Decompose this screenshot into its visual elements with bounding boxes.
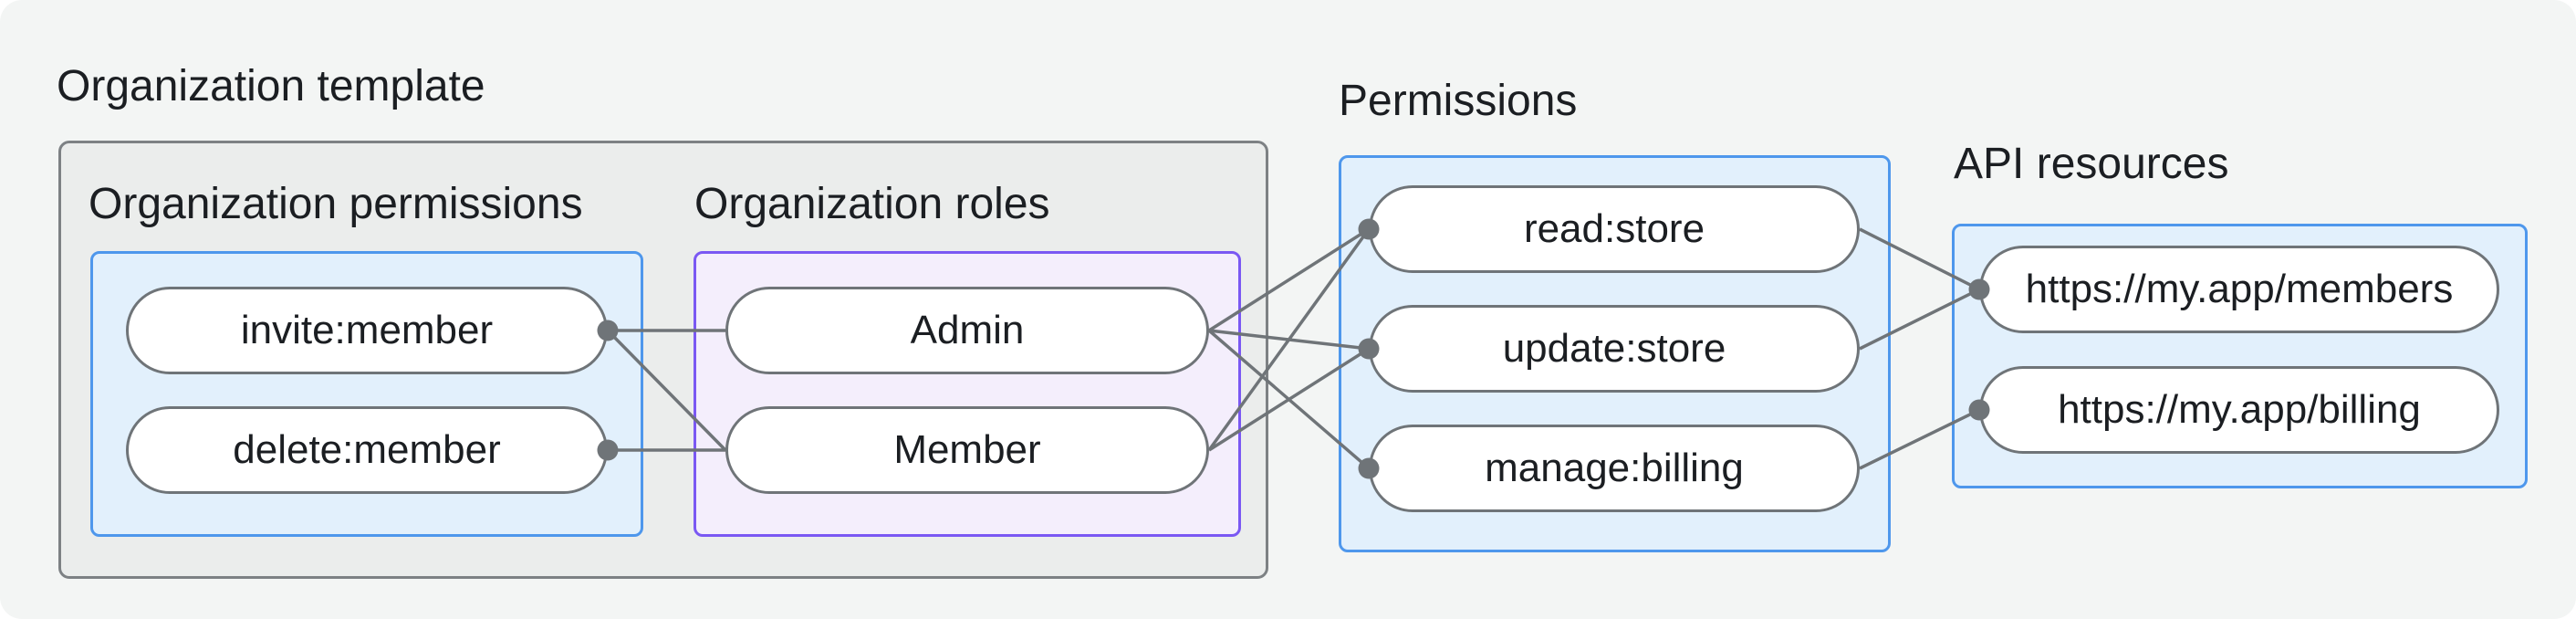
node-invite-member: invite:member — [126, 287, 608, 374]
org-permissions-heading: Organization permissions — [89, 180, 583, 228]
node-update-store: update:store — [1369, 305, 1860, 393]
node-admin: Admin — [725, 287, 1209, 374]
node-api-billing: https://my.app/billing — [1979, 366, 2499, 454]
node-api-members: https://my.app/members — [1979, 246, 2499, 333]
node-delete-member: delete:member — [126, 406, 608, 494]
api-resources-heading: API resources — [1954, 140, 2229, 188]
diagram-title: Organization template — [57, 62, 485, 110]
org-roles-heading: Organization roles — [694, 180, 1050, 228]
permissions-heading: Permissions — [1339, 77, 1578, 125]
node-manage-billing: manage:billing — [1369, 425, 1860, 512]
node-member: Member — [725, 406, 1209, 494]
node-read-store: read:store — [1369, 185, 1860, 273]
